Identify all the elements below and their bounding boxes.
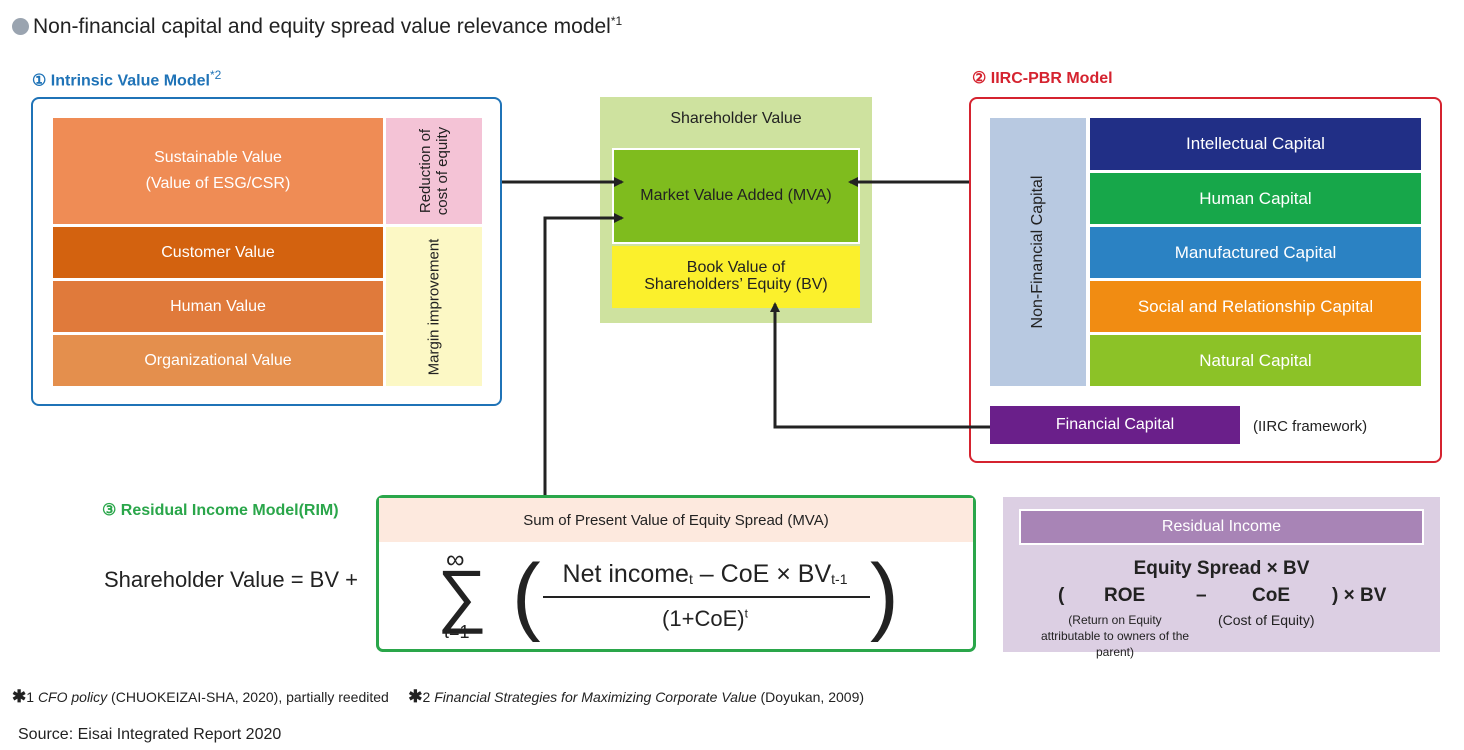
iirc-pbr-model-label: ② IIRC-PBR Model [972, 70, 1113, 87]
margin-improvement-block: Margin improvement [386, 227, 482, 386]
minus-sign: – [1196, 585, 1207, 606]
coe-description: (Cost of Equity) [1218, 612, 1315, 628]
manufactured-capital-block: Manufactured Capital [1090, 227, 1421, 278]
roe-description: (Return on Equity attributable to owners… [1040, 613, 1190, 660]
sustainable-value-block: Sustainable Value (Value of ESG/CSR) [53, 118, 383, 224]
human-capital-block: Human Capital [1090, 173, 1421, 224]
footnote-2-title: Financial Strategies for Maximizing Corp… [434, 689, 757, 705]
roe-term: ROE [1104, 585, 1146, 606]
title-text: Non-financial capital and equity spread … [33, 15, 611, 38]
iirc-pbr-model-box [969, 97, 1442, 463]
shareholder-value-label: Shareholder Value [670, 110, 802, 127]
numerator-coe-bv: – CoE × BV [692, 560, 832, 588]
left-parenthesis: ( [512, 547, 541, 643]
intrinsic-footnote-mark: *2 [209, 68, 222, 82]
non-financial-capital-block: Non-Financial Capital [990, 118, 1086, 386]
infinity-symbol: ∞ [446, 544, 465, 574]
open-paren: ( [1058, 585, 1065, 606]
coe-term: CoE [1252, 585, 1290, 606]
denominator-superscript: t [744, 606, 748, 621]
equity-spread-formula: Equity Spread × BV [1133, 558, 1310, 579]
book-value-line2: Shareholders’ Equity (BV) [644, 276, 828, 293]
formula-denominator: (1+CoE)t [540, 606, 870, 632]
times-bv: ) × BV [1332, 585, 1387, 606]
equity-spread-sum-header: Sum of Present Value of Equity Spread (M… [379, 498, 973, 542]
right-parenthesis: ) [870, 547, 899, 643]
human-value-block: Human Value [53, 281, 383, 332]
intrinsic-value-model-title: ① Intrinsic Value Model [32, 72, 210, 90]
book-value-line1: Book Value of [686, 259, 786, 277]
denominator-text: (1+CoE) [662, 606, 745, 631]
residual-income-model-label: ③ Residual Income Model(RIM) [102, 502, 339, 519]
residual-income-bar: Residual Income [1019, 509, 1424, 545]
social-relationship-capital-block: Social and Relationship Capital [1090, 281, 1421, 332]
source-line: Source: Eisai Integrated Report 2020 [18, 726, 282, 743]
bullet-dot-icon [12, 18, 29, 35]
market-value-added-block: Market Value Added (MVA) [612, 148, 860, 244]
numerator-subscript-t: t [688, 571, 693, 587]
title-footnote-mark: *1 [610, 14, 623, 28]
diagram-title: Non-financial capital and equity spread … [12, 14, 622, 39]
arrow-rim-to-mva [543, 213, 624, 495]
footnote-star-2-icon: ✱ [408, 687, 423, 706]
footnote-2-number: 2 [422, 689, 435, 705]
footnote-1-rest: (CHUOKEIZAI-SHA, 2020), partially reedit… [107, 689, 389, 705]
numerator-subscript-t1: t-1 [831, 571, 848, 587]
sigma-symbol: ∑ [437, 556, 487, 634]
footnote-2-rest: (Doyukan, 2009) [756, 689, 865, 705]
fraction-line [543, 596, 870, 598]
arrow-financial-to-bv [770, 302, 990, 429]
iirc-framework-label: (IIRC framework) [1253, 418, 1368, 435]
formula-numerator: Net incomet – CoE × BVt-1 [540, 560, 870, 589]
footnotes: ✱1 CFO policy (CHUOKEIZAI-SHA, 2020), pa… [12, 687, 864, 707]
sum-index: t=1 [444, 622, 470, 642]
financial-capital-block: Financial Capital [990, 406, 1240, 444]
natural-capital-block: Natural Capital [1090, 335, 1421, 386]
formula-left-side: Shareholder Value = BV + [104, 567, 358, 592]
footnote-star-1-icon: ✱ [12, 687, 27, 706]
numerator-net-income: Net income [562, 560, 689, 588]
footnote-1-title: CFO policy [37, 689, 108, 705]
intrinsic-value-model-box [31, 97, 502, 406]
footnote-1-number: 1 [26, 689, 38, 705]
intellectual-capital-block: Intellectual Capital [1090, 118, 1421, 170]
sustainable-value-line2: (Value of ESG/CSR) [145, 175, 291, 192]
sustainable-value-line1: Sustainable Value [154, 149, 282, 167]
customer-value-block: Customer Value [53, 227, 383, 278]
organizational-value-block: Organizational Value [53, 335, 383, 386]
intrinsic-value-model-label: ① Intrinsic Value Model*2 [32, 68, 221, 90]
